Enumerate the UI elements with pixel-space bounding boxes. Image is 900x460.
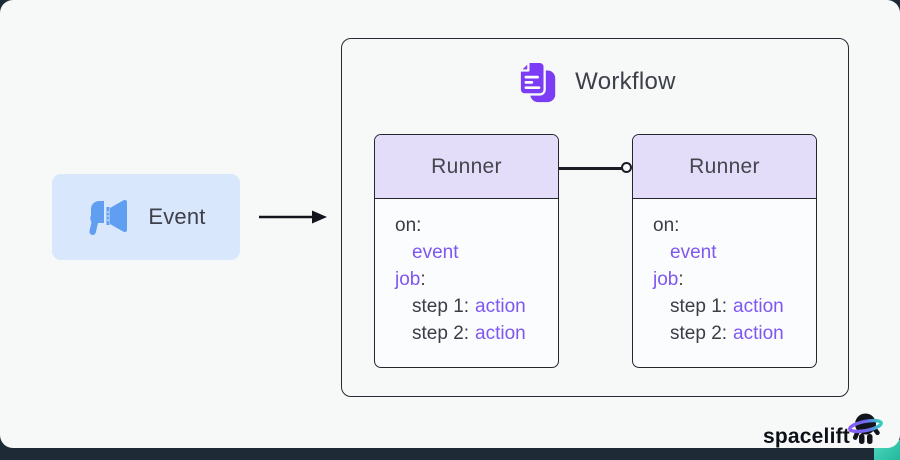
event-label: Event (148, 204, 206, 229)
spacelift-astronaut-icon (846, 410, 886, 450)
code-step1-key: step 1: (670, 296, 728, 317)
event-node: Event (52, 174, 240, 260)
code-step2-value: action (733, 323, 784, 344)
runner-connector-circle (621, 162, 632, 173)
runner-2-code: on: event job: step 1:action step 2:acti… (633, 199, 816, 347)
flow-arrow-icon (258, 209, 328, 225)
code-event-value: event (670, 242, 717, 263)
code-job-colon: : (420, 269, 426, 290)
code-step2-value: action (475, 323, 526, 344)
diagram-panel: Event Workflow (0, 0, 900, 448)
documents-icon (514, 59, 560, 105)
runner-1-header: Runner (375, 135, 558, 199)
runner-2-title: Runner (689, 154, 760, 178)
code-step1-key: step 1: (412, 296, 470, 317)
runner-connector-line (559, 167, 622, 170)
runner-node-1: Runner on: event job: step 1:action step… (374, 134, 559, 368)
runner-node-2: Runner on: event job: step 1:action step… (632, 134, 817, 368)
spacelift-wordmark: spacelift (763, 425, 850, 448)
code-job-key: job (653, 269, 679, 290)
workflow-header: Workflow (342, 59, 848, 105)
code-step1-value: action (475, 296, 526, 317)
code-step1-value: action (733, 296, 784, 317)
runner-1-code: on: event job: step 1:action step 2:acti… (375, 199, 558, 347)
code-event-value: event (412, 242, 459, 263)
code-job-colon: : (678, 269, 684, 290)
spacelift-branding: spacelift (763, 410, 886, 450)
code-step2-key: step 2: (670, 323, 728, 344)
runner-2-header: Runner (633, 135, 816, 199)
code-job-key: job (395, 269, 421, 290)
workflow-container: Workflow Runner on: event job: step 1:ac… (341, 38, 849, 397)
code-on-key: on: (395, 215, 422, 236)
megaphone-icon (86, 198, 132, 236)
workflow-title: Workflow (575, 68, 676, 95)
code-step2-key: step 2: (412, 323, 470, 344)
code-on-key: on: (653, 215, 680, 236)
runner-1-title: Runner (431, 154, 502, 178)
